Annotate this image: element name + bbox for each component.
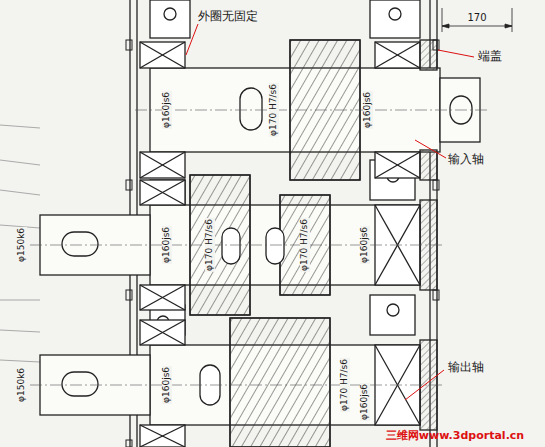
callout-text: 输入轴: [447, 153, 485, 166]
fit-dimension: φ170 H7/s6: [300, 218, 310, 272]
callout-text: 外圈无固定: [197, 10, 259, 23]
fit-dimension: φ160js6: [162, 226, 172, 264]
watermark: 三维网www.3dportal.cn: [385, 430, 525, 442]
fit-dimension: φ160js6: [363, 91, 373, 129]
fit-dimension: φ160js6: [162, 91, 172, 129]
fit-dimension: φ170 H7/s6: [269, 83, 279, 137]
fit-dimension: φ150k6: [17, 227, 27, 263]
callout-text: 端盖: [477, 50, 503, 63]
fit-dimension: φ160js6: [162, 366, 172, 404]
callout-text: 输出轴: [447, 361, 485, 374]
fit-dimension: φ150k6: [17, 367, 27, 403]
fit-dimension: φ160js6: [360, 383, 370, 421]
fit-dimension: φ170 H7/s6: [340, 358, 350, 412]
fit-dimension: φ160js6: [360, 226, 370, 264]
fit-dimension: φ170 H7/s6: [205, 218, 215, 272]
dimension: 170: [466, 12, 487, 23]
